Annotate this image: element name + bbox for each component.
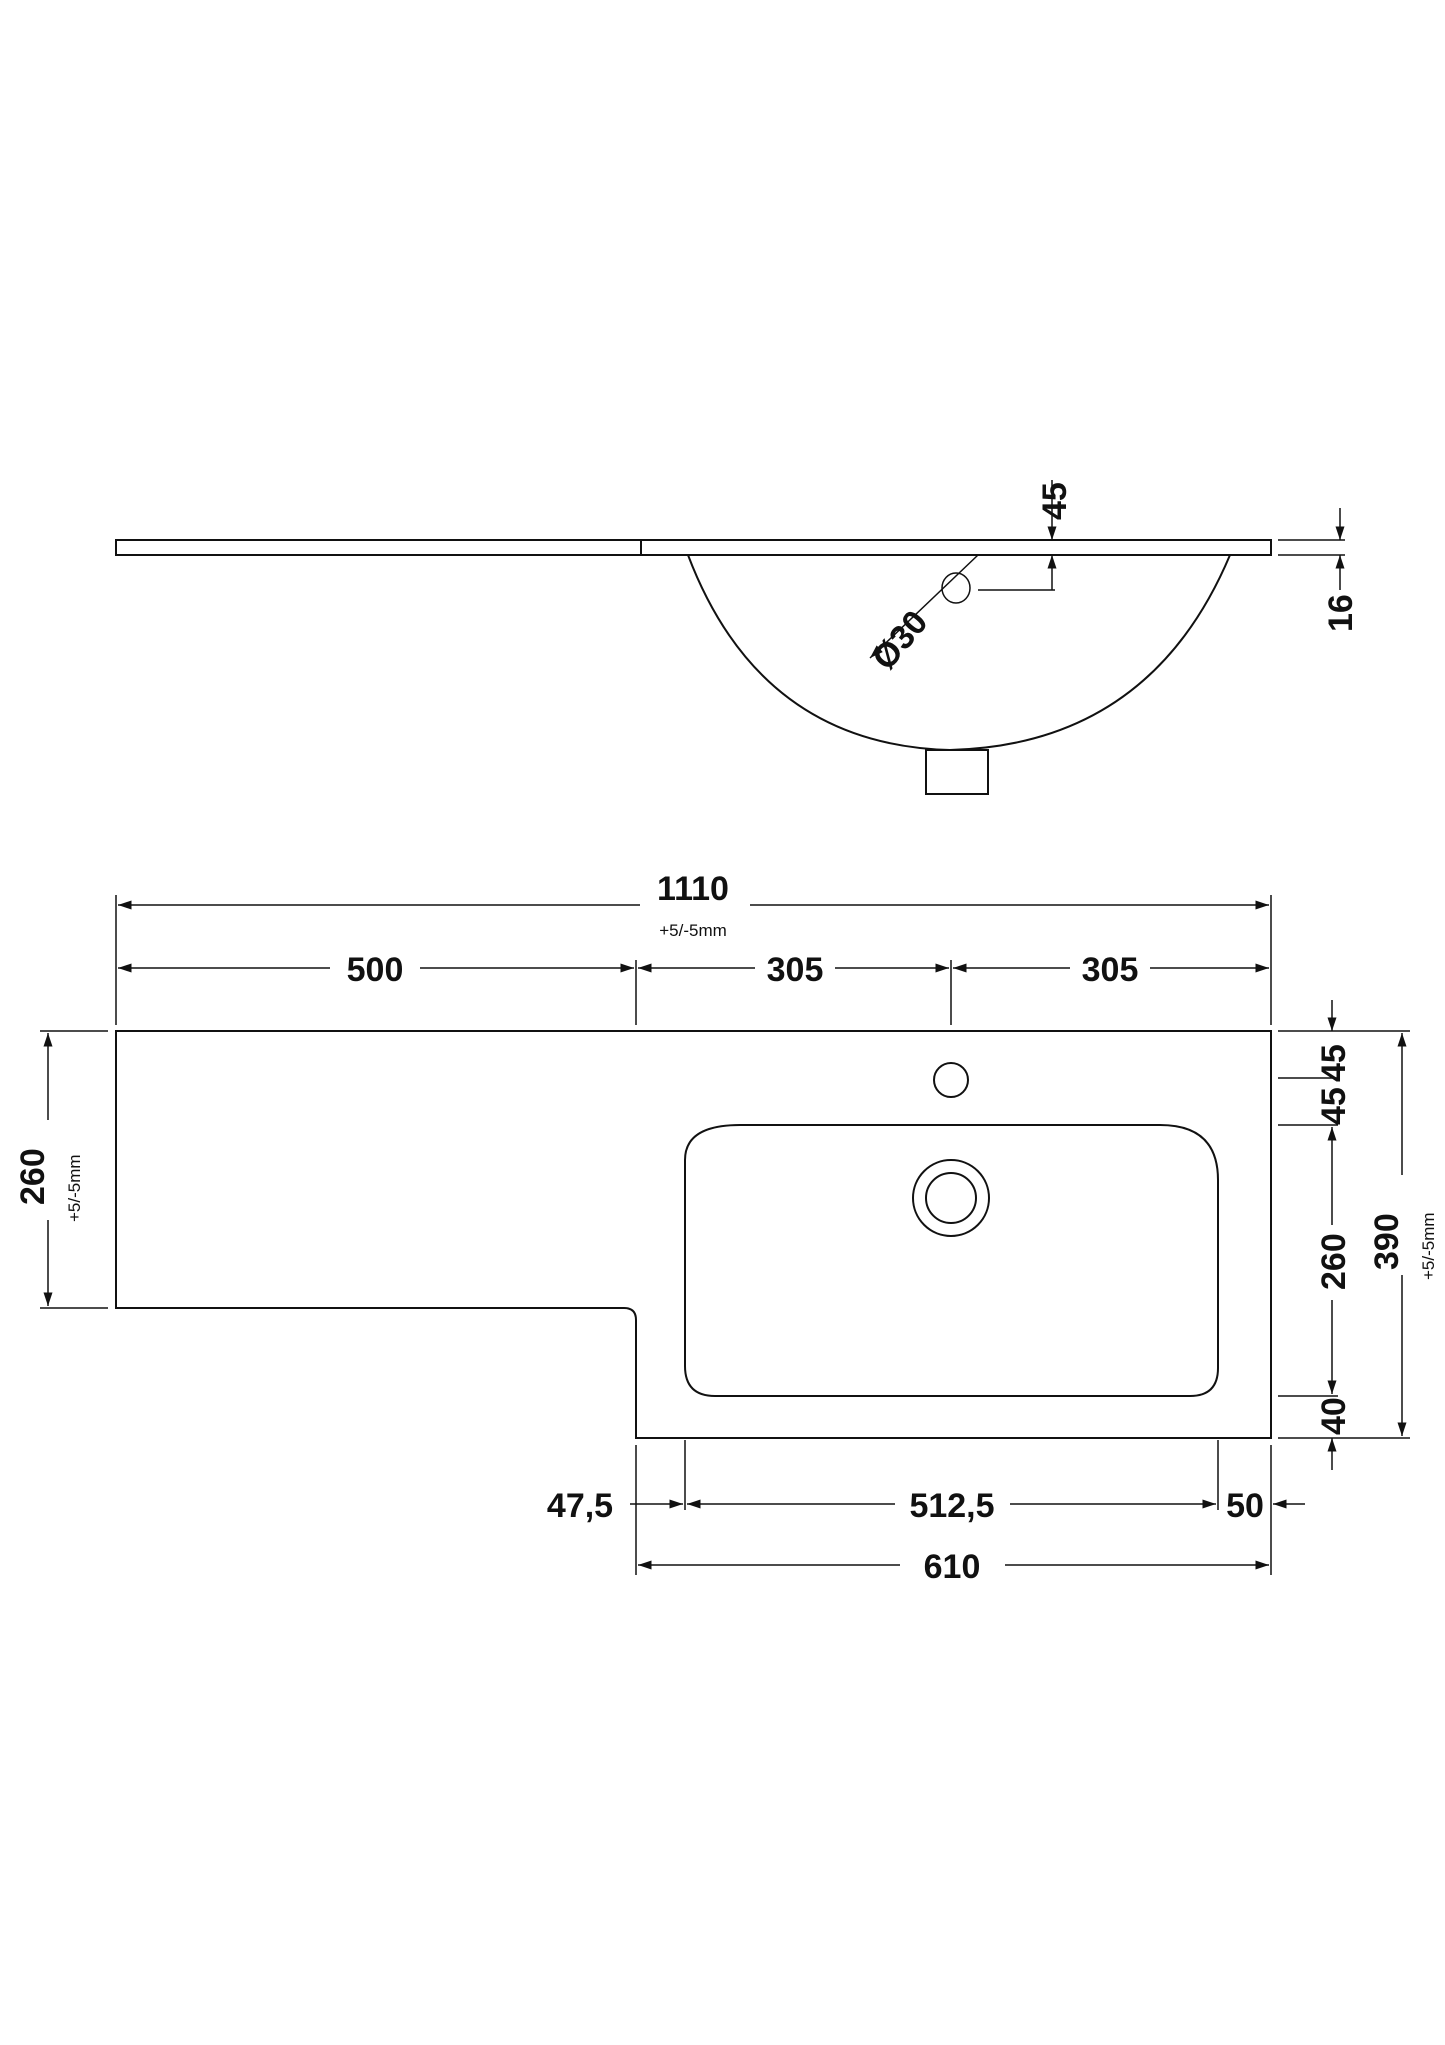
thickness-label: 16 (1322, 594, 1360, 632)
tap-hole (933, 1062, 969, 1098)
side-view: 45 Ø30 16 (115, 480, 1360, 795)
overall-width-tolerance: +5/-5mm (659, 921, 727, 940)
right-bowl-depth: 260 (1315, 1233, 1353, 1290)
waste-inner (925, 1172, 977, 1224)
hole-offset-label: 45 (1036, 482, 1074, 520)
basin-width-label: 610 (924, 1548, 981, 1586)
right-top-offset-b: 45 (1315, 1087, 1353, 1125)
left-depth-tolerance: +5/-5mm (65, 1154, 84, 1222)
tap-hole (941, 572, 971, 604)
overall-depth-label: 390 (1368, 1213, 1406, 1270)
bottom-left-label: 47,5 (547, 1487, 613, 1525)
segment-mid-label: 305 (767, 951, 824, 989)
plan-view: 1110 +5/-5mm 500 305 305 260 +5/-5mm 45 … (14, 870, 1438, 1586)
hole-diameter-label: Ø30 (865, 603, 935, 677)
waste-outer (912, 1159, 990, 1237)
segment-left-label: 500 (347, 951, 404, 989)
countertop-outline (115, 1030, 1272, 1439)
left-depth-label: 260 (14, 1148, 52, 1205)
waste-outlet (925, 749, 989, 795)
overall-depth-tolerance: +5/-5mm (1419, 1212, 1438, 1280)
right-bottom-offset: 40 (1315, 1397, 1353, 1435)
basin-bowl (684, 1124, 1219, 1397)
overall-width-label: 1110 (657, 870, 729, 908)
right-top-offset-a: 45 (1315, 1044, 1353, 1082)
countertop-profile (115, 539, 1272, 556)
bottom-right-label: 50 (1226, 1487, 1264, 1525)
segment-right-label: 305 (1082, 951, 1139, 989)
bottom-bowl-label: 512,5 (909, 1487, 994, 1525)
bowl-profile (687, 554, 1231, 752)
